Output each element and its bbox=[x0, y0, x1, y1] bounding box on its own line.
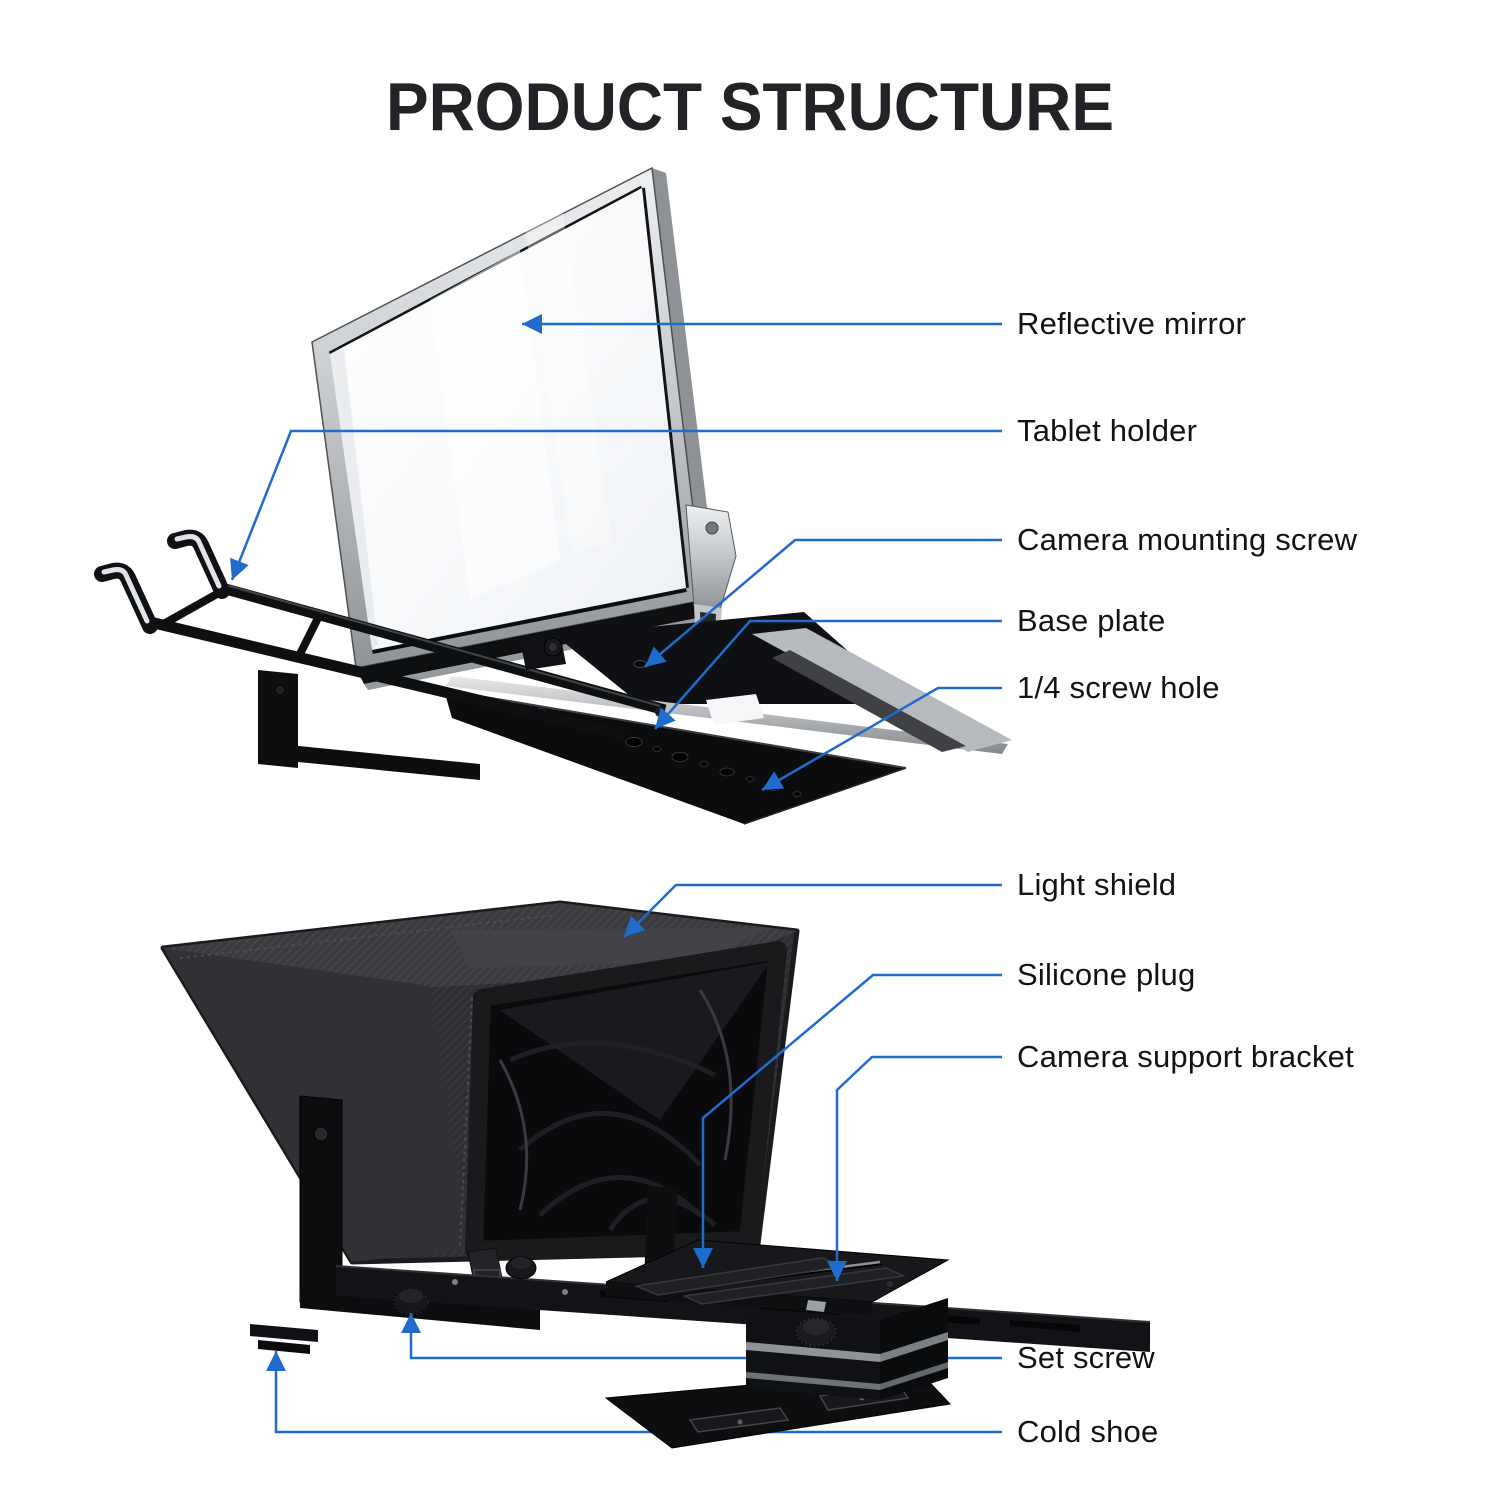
set-screw-knob bbox=[393, 1288, 429, 1316]
camera-mount-riser bbox=[446, 612, 1012, 754]
tablet-holder-part bbox=[94, 529, 667, 741]
glass-highlight bbox=[430, 250, 560, 600]
camera-support-bracket-part bbox=[605, 1239, 950, 1316]
annotation-line-light-shield bbox=[623, 883, 1002, 938]
reflective-mirror-panel bbox=[311, 166, 718, 690]
label-cold-shoe: Cold shoe bbox=[1017, 1414, 1159, 1449]
left-support-bracket bbox=[258, 670, 480, 780]
label-set-screw: Set screw bbox=[1017, 1340, 1155, 1375]
annotation-line-camera-mounting-screw bbox=[644, 538, 1002, 668]
page-title: PRODUCT STRUCTURE bbox=[386, 69, 1114, 145]
cold-shoe-part bbox=[250, 1324, 318, 1354]
annotation-line-quarter-screw-hole bbox=[761, 686, 1002, 792]
hood-cloth-wrinkles bbox=[508, 1040, 717, 1232]
tilt-knob bbox=[520, 634, 566, 670]
label-light-shield: Light shield bbox=[1017, 867, 1177, 902]
label-tablet-holder: Tablet holder bbox=[1017, 413, 1198, 448]
label-quarter-screw-hole: 1/4 screw hole bbox=[1017, 670, 1220, 705]
annotation-line-camera-support-bracket bbox=[827, 1055, 1002, 1281]
silicone-plug-pad bbox=[683, 1267, 905, 1305]
annotation-line-silicone-plug bbox=[693, 973, 1002, 1268]
hood-zipper bbox=[179, 914, 557, 959]
annotation-lines bbox=[230, 314, 1002, 1281]
teleprompter-frame-illustration bbox=[94, 166, 1012, 825]
label-base-plate: Base plate bbox=[1017, 603, 1166, 638]
annotation-line-base-plate bbox=[654, 619, 1002, 730]
annotation-line-tablet-holder bbox=[230, 429, 1002, 581]
label-camera-support-bracket: Camera support bracket bbox=[1017, 1039, 1354, 1074]
riser-box bbox=[746, 1298, 948, 1400]
camera-mounting-screw-hole bbox=[633, 660, 647, 668]
label-silicone-plug: Silicone plug bbox=[1017, 957, 1196, 992]
assembled-teleprompter-illustration bbox=[160, 900, 1151, 1449]
label-camera-mounting-screw: Camera mounting screw bbox=[1017, 522, 1358, 557]
adjust-knob bbox=[505, 1256, 537, 1280]
label-reflective-mirror: Reflective mirror bbox=[1017, 306, 1247, 341]
thumbscrew bbox=[795, 1300, 837, 1347]
